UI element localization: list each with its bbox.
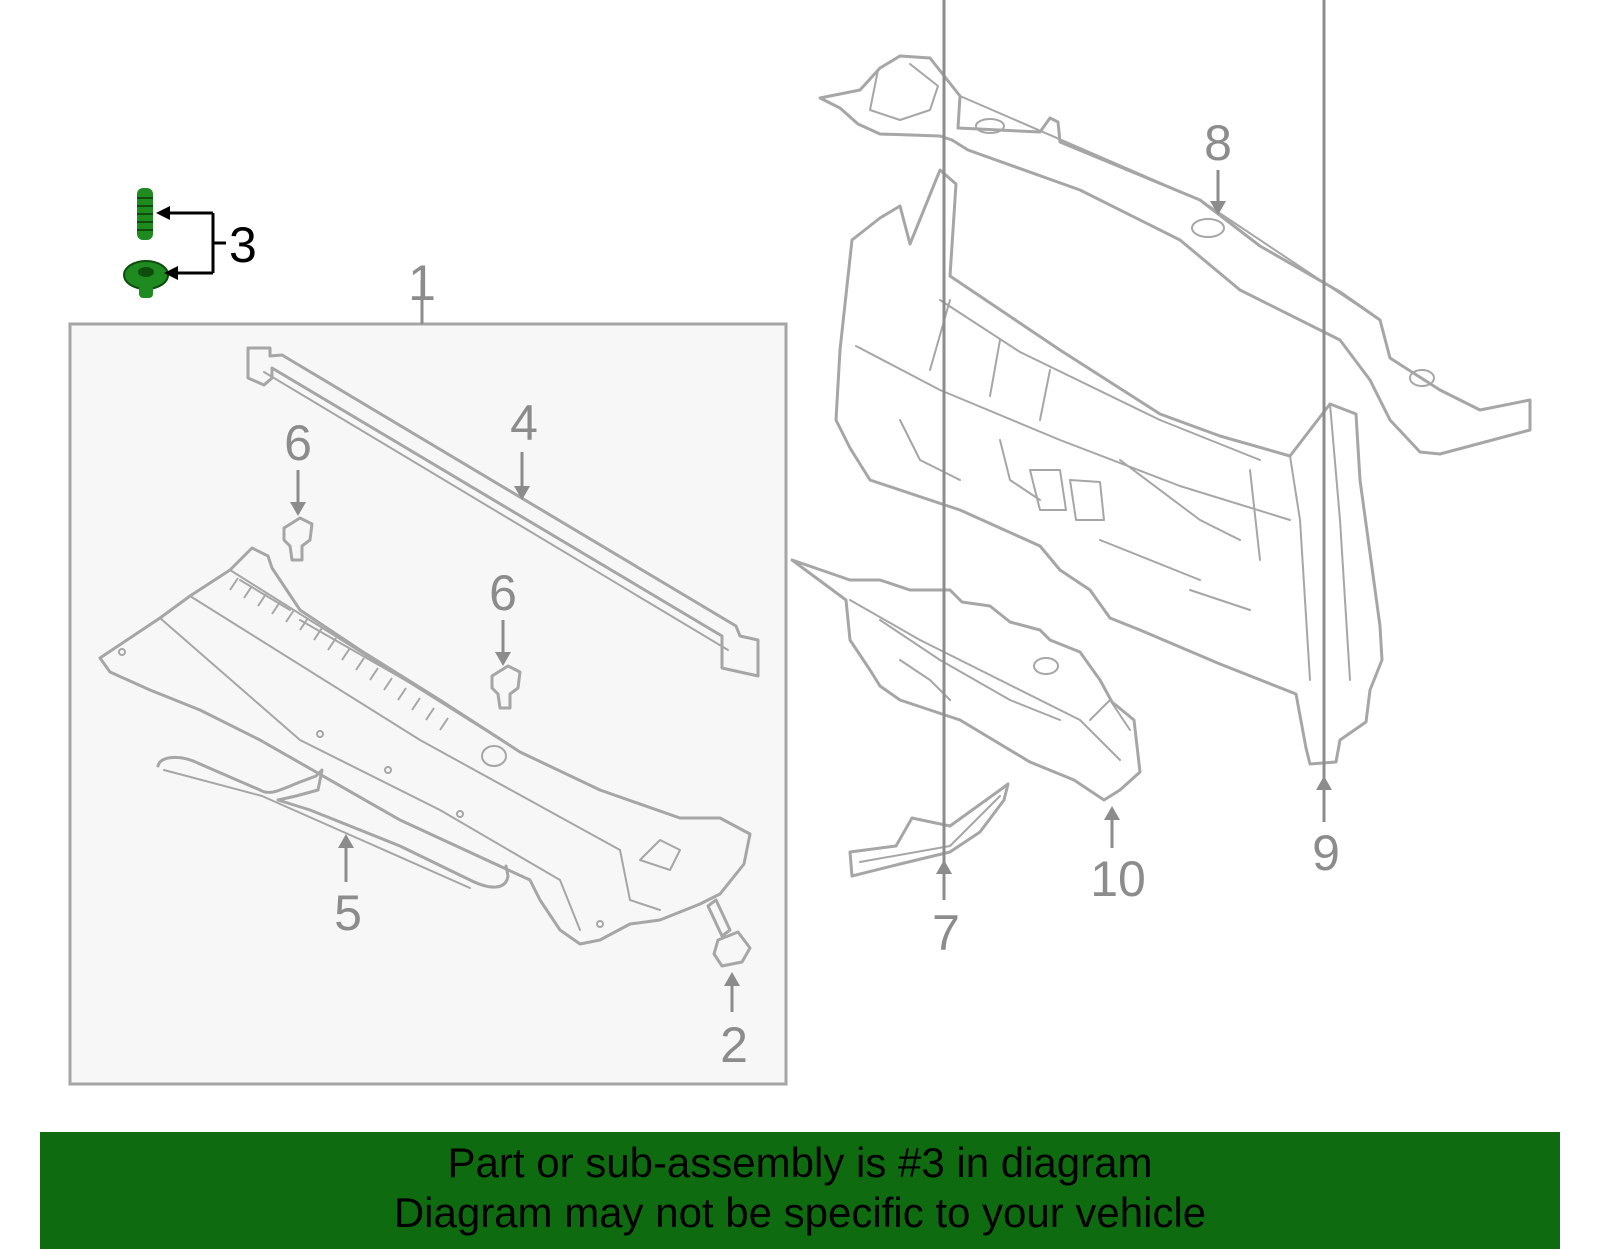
- part-8-top-bar: [818, 54, 1532, 456]
- banner-line-2: Diagram may not be specific to your vehi…: [393, 1189, 1207, 1236]
- callout-7: 7: [932, 905, 960, 961]
- part-6-clip-a: [282, 516, 314, 562]
- callout-4: 4: [510, 395, 538, 451]
- callout-3-arrow-top: [156, 206, 170, 220]
- callout-3: 3: [229, 217, 257, 273]
- part-5-hose: [156, 756, 510, 889]
- callout-9: 9: [1312, 825, 1340, 881]
- part-6-clip-b: [490, 664, 522, 710]
- part-9-dash-panel: [834, 168, 1384, 766]
- banner-line-1: Part or sub-assembly is #3 in diagram: [447, 1139, 1153, 1186]
- inset-frame: [68, 322, 788, 1086]
- callout-8: 8: [1204, 115, 1232, 171]
- footer-banner: Part or sub-assembly is #3 in diagram Di…: [40, 1132, 1560, 1249]
- callout-5: 5: [334, 885, 362, 941]
- footer-banner-bg: [40, 1132, 1560, 1249]
- callout-6b: 6: [489, 565, 517, 621]
- callout-3-arrow-bottom: [164, 266, 178, 280]
- part-1-cowl: [98, 546, 752, 946]
- callout-3-bracket: [164, 211, 226, 275]
- part-4: [246, 346, 760, 678]
- callout-2: 2: [720, 1017, 748, 1073]
- callout-6a: 6: [284, 415, 312, 471]
- part-3-highlight[interactable]: [123, 188, 169, 298]
- part-10-reinforcement: [790, 558, 1142, 802]
- callout-10: 10: [1090, 851, 1146, 907]
- part-2-bolt: [706, 898, 752, 968]
- callout-1: 1: [408, 255, 436, 311]
- part-7-bracket: [848, 782, 1010, 878]
